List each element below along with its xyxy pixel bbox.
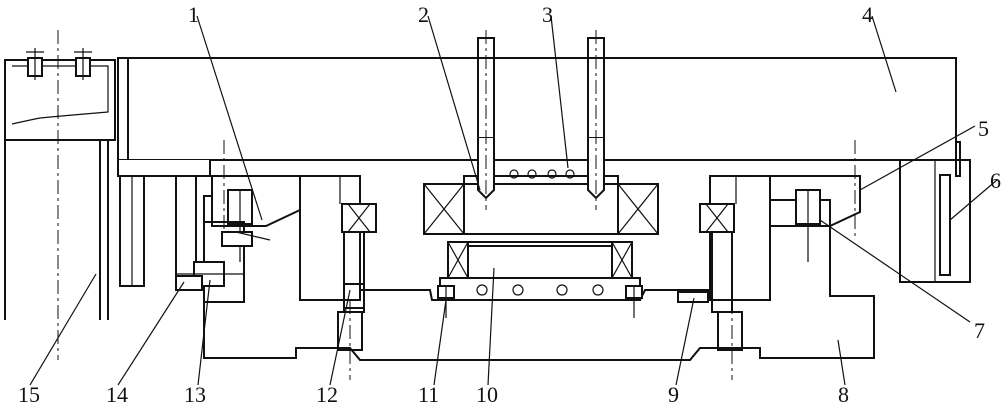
part-label-4: 4 [862, 2, 873, 27]
upper-die-plate [117, 57, 961, 177]
part-label-11: 11 [418, 382, 439, 407]
part-label-2: 2 [418, 2, 429, 27]
part-label-14: 14 [106, 382, 128, 407]
part-label-5: 5 [978, 116, 989, 141]
ejector-rods [477, 30, 605, 210]
part-label-8: 8 [838, 382, 849, 407]
right-stripper [769, 140, 861, 262]
left-clamp [175, 221, 271, 303]
upper-punch-block [423, 160, 659, 235]
lower-die-insert [439, 241, 641, 301]
part-label-7: 7 [974, 318, 985, 343]
part-label-3: 3 [542, 2, 553, 27]
part-label-6: 6 [990, 168, 1001, 193]
left-guide-pillar [320, 175, 377, 380]
left-side-column [119, 175, 197, 287]
left-stripper [211, 140, 301, 262]
right-side-block [899, 159, 971, 283]
part-label-9: 9 [668, 382, 679, 407]
top-hole-row [509, 169, 575, 179]
part-label-13: 13 [184, 382, 206, 407]
right-guide-pillar [677, 175, 756, 380]
part-label-10: 10 [476, 382, 498, 407]
bottom-hole-row [476, 284, 604, 296]
part-label-1: 1 [188, 2, 199, 27]
leader-lines [29, 15, 998, 386]
lower-die-base [203, 175, 875, 361]
insert-screws [437, 285, 643, 318]
left-bracket [4, 30, 116, 360]
part-label-15: 15 [18, 382, 40, 407]
part-label-12: 12 [316, 382, 338, 407]
